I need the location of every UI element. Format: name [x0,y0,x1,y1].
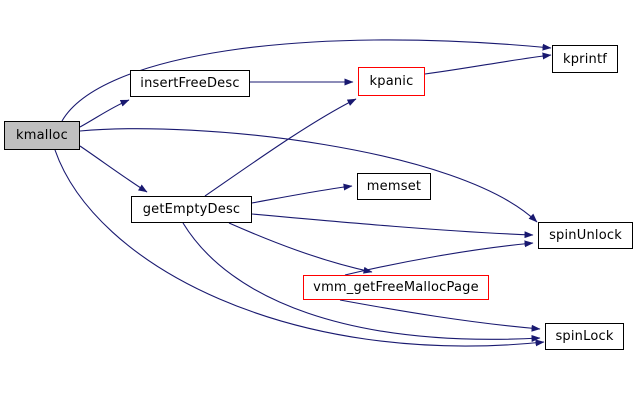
graph-node-label-kpanic: kpanic [369,74,414,89]
graph-edge-kmalloc-to-kprintf [61,39,552,122]
graph-node-insertFreeDesc[interactable]: insertFreeDesc [130,70,250,97]
graph-node-memset[interactable]: memset [357,173,431,200]
graph-node-kprintf[interactable]: kprintf [552,45,618,73]
graph-edge-kmalloc-to-spinLock [54,149,545,347]
graph-node-getEmptyDesc[interactable]: getEmptyDesc [131,196,252,223]
graph-edge-vmm_getFreeMallocPage-to-spinUnlock [344,240,534,276]
graph-node-label-kmalloc: kmalloc [16,128,68,143]
graph-node-label-spinLock: spinLock [555,329,614,344]
graph-edge-getEmptyDesc-to-vmm_getFreeMallocPage [228,222,373,274]
graph-edge-getEmptyDesc-to-kpanic [204,98,357,197]
graph-node-kpanic[interactable]: kpanic [358,67,425,96]
graph-edge-getEmptyDesc-to-spinLock [182,222,541,342]
graph-node-label-kprintf: kprintf [562,51,608,67]
graph-edge-getEmptyDesc-to-memset [251,183,353,204]
graph-node-label-getEmptyDesc: getEmptyDesc [142,202,241,217]
graph-edge-kmalloc-to-insertFreeDesc [79,99,130,128]
graph-edge-getEmptyDesc-to-spinUnlock [251,213,534,239]
graph-edge-kpanic-to-kprintf [424,52,552,75]
graph-node-label-spinUnlock: spinUnlock [549,228,622,243]
graph-node-kmalloc[interactable]: kmalloc [4,121,80,150]
graph-edges [54,39,552,347]
graph-node-spinLock[interactable]: spinLock [545,323,624,350]
graph-edge-vmm_getFreeMallocPage-to-spinLock [339,299,541,332]
graph-edge-kmalloc-to-spinUnlock [79,128,538,223]
graph-node-label-insertFreeDesc: insertFreeDesc [140,76,240,91]
graph-node-label-vmm_getFreeMallocPage: vmm_getFreeMallocPage [313,280,479,295]
graph-node-spinUnlock[interactable]: spinUnlock [538,222,633,249]
graph-node-vmm_getFreeMallocPage[interactable]: vmm_getFreeMallocPage [303,275,489,300]
graph-node-label-memset: memset [366,179,422,194]
graph-edge-kmalloc-to-getEmptyDesc [79,145,148,193]
